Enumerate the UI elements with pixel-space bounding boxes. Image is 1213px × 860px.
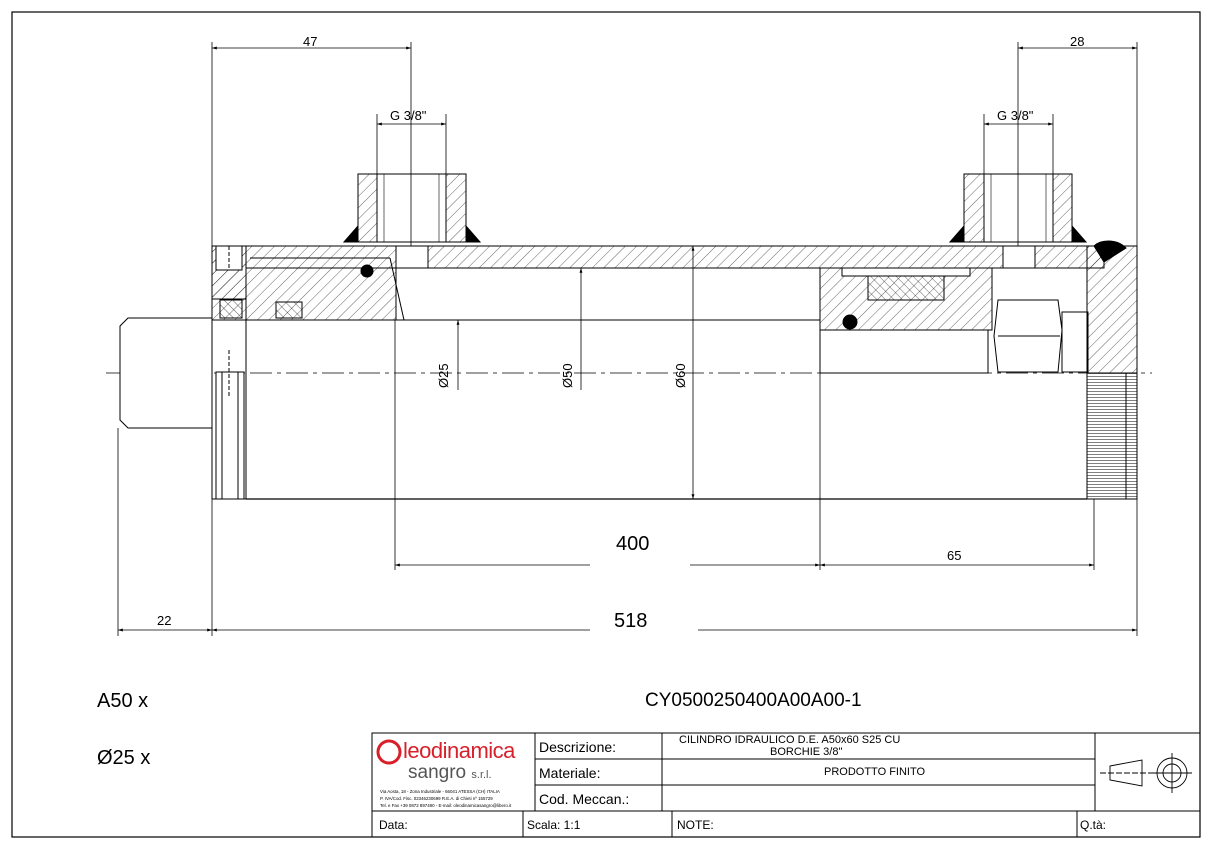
cylinder-drawing (106, 173, 1152, 500)
o-ring-left (360, 264, 374, 278)
description-value-1: CILINDRO IDRAULICO D.E. A50x60 S25 CU (679, 734, 901, 746)
stroke-label: 400 (616, 533, 650, 555)
rod-end (119, 317, 213, 429)
title-block (371, 732, 1201, 838)
material-label: Materiale: (539, 765, 601, 781)
dia-outer-label: Ø60 (673, 363, 688, 388)
company-suffix: s.r.l. (471, 769, 492, 781)
dim-65-label: 65 (947, 548, 962, 563)
date-label: Data: (379, 818, 408, 832)
company-name-line2: sangro (408, 762, 467, 783)
company-address-2: P. IVA/Cod. Fisc. 02346230699 R.E.A. di … (380, 796, 493, 801)
bore-size-label: A50 x (97, 690, 149, 712)
dia-rod-label: Ø25 (436, 363, 451, 388)
o-ring-right (842, 314, 858, 330)
rod-seal (275, 301, 303, 319)
port-left-label: G 3/8" (390, 108, 427, 123)
rear-cap (1086, 245, 1138, 374)
quantity-label: Q.tà: (1080, 818, 1107, 832)
tube-wall (245, 245, 1105, 269)
wiper-seal (219, 299, 243, 319)
company-name-line1: leodinamica (403, 738, 515, 763)
port-right-label: G 3/8" (997, 108, 1034, 123)
company-name: leodinamica (403, 738, 515, 764)
description-value-2: BORCHIE 3/8" (770, 746, 843, 758)
projection-symbol-icon (1100, 753, 1192, 793)
company-name-2: sangro s.r.l. (408, 762, 492, 784)
description-label: Descrizione: (539, 739, 617, 755)
dim-22-label: 22 (157, 613, 172, 628)
rod-size-label: Ø25 x (97, 747, 151, 769)
dim-28-label: 28 (1070, 34, 1085, 49)
piston-rod (212, 319, 821, 373)
company-address-3: Tel. e Fax +39 0872 897480 - E-mail: ole… (380, 803, 512, 808)
dia-bore-label: Ø50 (560, 363, 575, 388)
part-code: CY0500250400A00A00-1 (645, 690, 862, 711)
dim-47-label: 47 (303, 34, 318, 49)
scale-label: Scala: 1:1 (527, 818, 581, 832)
total-length-label: 518 (614, 610, 648, 632)
company-address-1: Via Aosta, 18 - Zona Industriale - 66041… (380, 789, 500, 794)
material-value: PRODOTTO FINITO (824, 766, 926, 778)
dimension-lines (117, 42, 1138, 636)
logo-o-icon (376, 739, 402, 765)
mech-code-label: Cod. Meccan.: (539, 791, 630, 807)
notes-label: NOTE: (677, 818, 714, 832)
